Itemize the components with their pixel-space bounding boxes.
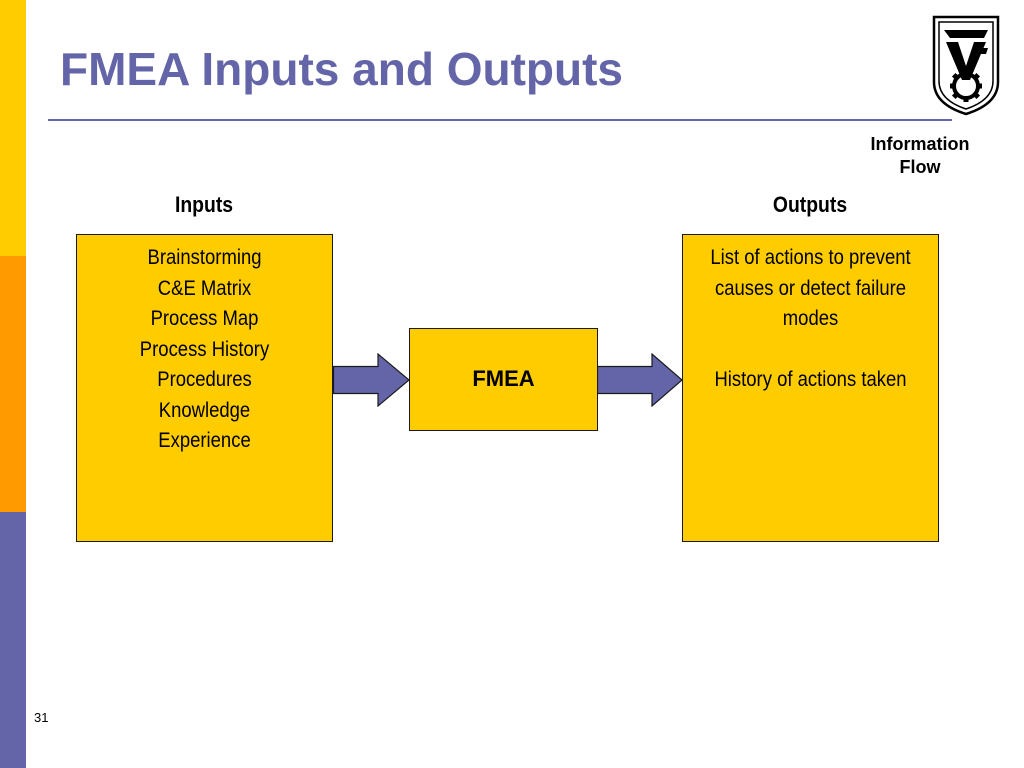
fmea-box: FMEA (409, 328, 598, 431)
list-item: modes (782, 307, 839, 330)
university-emblem-icon (932, 15, 1000, 116)
list-item: History of actions taken (714, 368, 907, 391)
list-item: Procedures (157, 368, 252, 391)
slide-title: FMEA Inputs and Outputs (60, 43, 624, 95)
page-number: 31 (34, 710, 49, 725)
list-item: causes or detect failure (714, 276, 907, 300)
list-item: Knowledge (158, 398, 251, 422)
list-item: Experience (158, 429, 251, 452)
information-flow-annotation: Information Flow (852, 133, 988, 179)
inputs-heading: Inputs (174, 192, 234, 217)
outputs-heading: Outputs (772, 192, 848, 217)
arrow-right-icon (597, 353, 683, 407)
list-item: List of actions to prevent (710, 246, 911, 269)
fmea-label: FMEA (472, 366, 535, 392)
title-underline (48, 119, 952, 121)
list-item: Process History (139, 337, 270, 361)
list-item: Process Map (150, 307, 259, 330)
outputs-box: List of actions to prevent causes or dete… (682, 234, 939, 542)
side-bar-purple (0, 512, 26, 768)
outputs-list: List of actions to prevent causes or dete… (686, 243, 935, 396)
arrow-right-icon (333, 353, 410, 407)
list-item: C&E Matrix (157, 276, 252, 300)
list-item: Brainstorming (147, 246, 262, 269)
side-bar-yellow (0, 0, 26, 256)
side-bar-orange (0, 256, 26, 512)
annotation-line: Information (870, 134, 970, 154)
list-item (686, 335, 935, 366)
annotation-line: Flow (899, 157, 941, 177)
